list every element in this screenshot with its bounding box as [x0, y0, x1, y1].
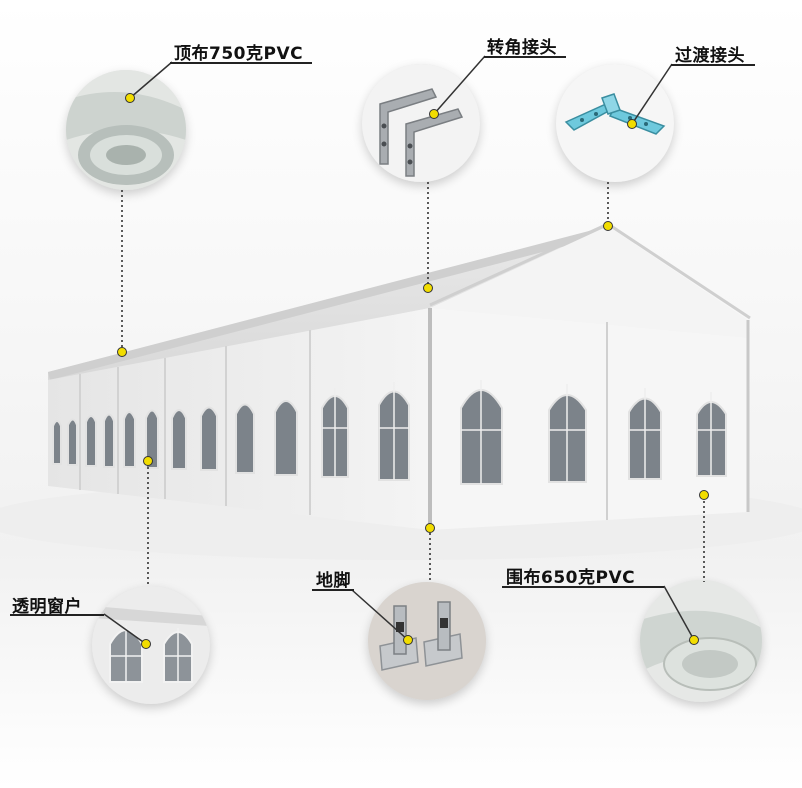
transition-plate-icon: [556, 64, 674, 182]
pin-transition-joint-tent: [603, 221, 613, 231]
pin-side-cover-tent: [699, 490, 709, 500]
underline-windows: [10, 614, 104, 616]
foot-detail-bubble: [368, 582, 486, 700]
pvc-roll-icon: [640, 580, 762, 702]
pin-windows-tent: [143, 456, 153, 466]
label-top-cover: 顶布750克PVC: [174, 44, 304, 64]
pvc-roll-icon: [66, 70, 186, 190]
underline-transition-joint: [671, 64, 755, 66]
pin-top-cover-bubble: [125, 93, 135, 103]
side-cover-detail-bubble: [640, 580, 762, 702]
foot-plate-icon: [368, 582, 486, 700]
pin-corner-joint-tent: [423, 283, 433, 293]
label-side-cover: 围布650克PVC: [506, 568, 636, 588]
label-corner-joint: 转角接头: [487, 38, 557, 58]
pin-foot-tent: [425, 523, 435, 533]
underline-top-cover: [170, 62, 312, 64]
windows-detail-bubble: [92, 586, 210, 704]
top-cover-detail-bubble: [66, 70, 186, 190]
pin-foot-bubble: [403, 635, 413, 645]
label-windows: 透明窗户: [12, 597, 82, 617]
corner-bracket-icon: [362, 64, 480, 182]
label-transition-joint: 过渡接头: [675, 46, 745, 66]
label-foot: 地脚: [316, 571, 351, 591]
pin-transition-joint-bubble: [627, 119, 637, 129]
underline-corner-joint: [484, 56, 566, 58]
pin-windows-bubble: [141, 639, 151, 649]
underline-foot: [312, 589, 354, 591]
underline-side-cover: [502, 586, 664, 588]
pin-side-cover-bubble: [689, 635, 699, 645]
corner-joint-detail-bubble: [362, 64, 480, 182]
pin-corner-joint-bubble: [429, 109, 439, 119]
pin-top-cover-tent: [117, 347, 127, 357]
transition-joint-detail-bubble: [556, 64, 674, 182]
